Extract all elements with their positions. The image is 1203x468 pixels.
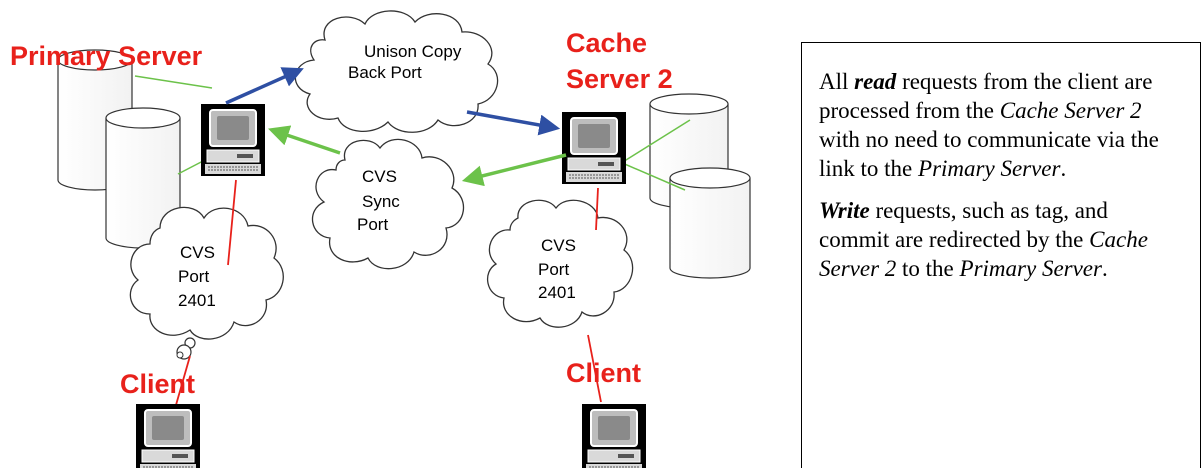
left-port-label-line2: Port <box>178 267 209 286</box>
client-left-label: Client <box>120 369 195 399</box>
client-right-computer-icon <box>581 403 647 468</box>
left-port-label-line3: 2401 <box>178 291 216 310</box>
note-read-paragraph: All read requests from the client are pr… <box>819 67 1182 183</box>
sync-cloud: CVS Sync Port <box>311 138 465 270</box>
note-primary-server-ref: Primary Server <box>959 256 1102 281</box>
cache-disk-link-bottom <box>619 161 686 191</box>
right-port-label-line2: Port <box>538 260 569 279</box>
primary-disk-link-top <box>134 75 213 89</box>
primary-disk-link-bottom <box>177 159 206 175</box>
primary-db-cylinder-front <box>105 107 181 249</box>
explanation-note: All read requests from the client are pr… <box>801 42 1201 468</box>
cache-server-label-line2: Server 2 <box>566 64 673 94</box>
note-text: . <box>1060 156 1067 181</box>
primary-server-label: Primary Server <box>10 41 203 71</box>
sync-label-line2: Sync <box>362 192 400 211</box>
note-cache-server-ref: Cache Server 2 <box>819 227 1148 281</box>
note-cache-server-ref: Cache Server 2 <box>999 98 1142 123</box>
cache-db-cylinder-front <box>669 167 751 279</box>
client-left-computer-icon <box>135 403 201 468</box>
cache-server-label-line1: Cache <box>566 28 647 58</box>
right-port-label-line3: 2401 <box>538 283 576 302</box>
note-text: All <box>819 69 855 94</box>
note-read-keyword: read <box>854 69 897 94</box>
unison-label-line2: Back Port <box>348 63 422 82</box>
green-arrow-to-primary <box>268 125 341 155</box>
right-port-cloud: CVS Port 2401 <box>486 199 634 328</box>
blue-arrow-to-cache <box>466 110 561 136</box>
primary-server-computer-icon <box>200 103 266 177</box>
right-port-label-line1: CVS <box>541 236 576 255</box>
cache-to-port-line <box>595 187 599 231</box>
sync-label-line1: CVS <box>362 167 397 186</box>
client-left-link <box>175 355 191 406</box>
note-write-paragraph: Write requests, such as tag, and commit … <box>819 196 1182 283</box>
unison-cloud: Unison Copy Back Port <box>294 10 499 133</box>
left-port-cloud: CVS Port 2401 <box>129 206 284 360</box>
note-write-keyword: Write <box>819 198 870 223</box>
primary-to-port-line <box>227 179 237 266</box>
client-right-link <box>587 334 602 403</box>
note-text: to the <box>896 256 960 281</box>
note-primary-server-ref: Primary Server <box>918 156 1061 181</box>
network-diagram: Unison Copy Back Port CVS Sync Port CVS … <box>10 10 751 468</box>
blue-arrow-to-unison <box>225 67 304 105</box>
sync-label-line3: Port <box>357 215 388 234</box>
cache-server-computer-icon <box>561 111 627 185</box>
unison-label-line1: Unison Copy <box>364 42 462 61</box>
note-text: with no need to communicate via the link… <box>819 127 1159 181</box>
note-text: . <box>1101 256 1108 281</box>
green-arrow-to-sync <box>461 153 567 187</box>
note-text: requests from the client are processed f… <box>819 69 1153 123</box>
client-right-label: Client <box>566 358 641 388</box>
note-text: requests, such as tag, and commit are re… <box>819 198 1108 252</box>
left-port-label-line1: CVS <box>180 243 215 262</box>
